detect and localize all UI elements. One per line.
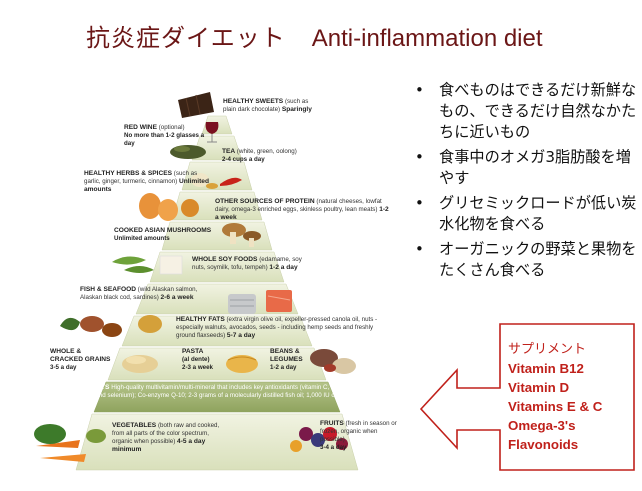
label-herbs-spices: HEALTHY HERBS & SPICES (such as garlic, … <box>84 170 209 194</box>
label-healthy-sweets: HEALTHY SWEETS (such as plain dark choco… <box>223 98 312 114</box>
supplement-item: Flavonoids <box>508 437 579 452</box>
eggs-icon <box>139 193 199 221</box>
tea-leaves-icon <box>170 145 206 159</box>
label-soy: WHOLE SOY FOODS (edamame, soy nuts, soym… <box>192 256 302 272</box>
label-protein: OTHER SOURCES OF PROTEIN (natural cheese… <box>215 198 389 222</box>
bullet-list: 食べものはできるだけ新鮮なもの、できるだけ自然なかたちに近いもの 食事中のオメガ… <box>413 80 639 285</box>
supplement-item: Vitamin D <box>508 380 570 395</box>
supplements-title: サプリメント <box>508 342 587 357</box>
label-beans: BEANS & LEGUMES 1-2 a day <box>270 348 303 372</box>
label-supplements: SUPPLEMENTS High-quality multivitamin/mu… <box>60 384 377 407</box>
supplement-item: Vitamin B12 <box>508 361 584 376</box>
label-healthy-fats: HEALTHY FATS (extra virgin olive oil, ex… <box>176 316 378 339</box>
supplement-item: Omega-3's <box>508 418 576 433</box>
beans-icon <box>310 349 356 374</box>
wine-glass-icon <box>205 122 219 143</box>
slide-title: 抗炎症ダイエット Anti-inflammation diet <box>86 18 543 53</box>
label-grains: WHOLE & CRACKED GRAINS 3-5 a day <box>50 348 111 372</box>
supplement-item: Vitamins E & C <box>508 399 603 414</box>
title-jp: 抗炎症ダイエット <box>86 24 286 52</box>
chocolate-icon <box>178 92 214 118</box>
label-mushrooms: COOKED ASIAN MUSHROOMS Unlimited amounts <box>114 227 212 243</box>
supplements-callout: サプリメント Vitamin B12 Vitamin D Vitamins E … <box>508 338 634 454</box>
label-tea: TEA (white, green, oolong) 2-4 cups a da… <box>222 148 297 164</box>
spices-icon <box>191 173 242 189</box>
bullet-item: グリセミックロードが低い炭水化物を食べる <box>413 193 639 235</box>
edamame-icon <box>112 255 183 275</box>
label-red-wine: RED WINE (optional) No more than 1-2 gla… <box>124 124 205 147</box>
nuts-avocado-icon <box>60 315 162 337</box>
bullet-item: 食べものはできるだけ新鮮なもの、できるだけ自然なかたちに近いもの <box>413 80 639 143</box>
grains-icon <box>122 355 158 373</box>
supplements-arrow <box>419 323 635 471</box>
pasta-icon <box>226 355 258 373</box>
label-vegetables: VEGETABLES (both raw and cooked, from al… <box>112 422 220 454</box>
fruits-icon <box>290 427 348 452</box>
mushrooms-icon <box>222 223 261 247</box>
bullet-item: オーガニックの野菜と果物をたくさん食べる <box>413 239 639 281</box>
title-en: Anti-inflammation diet <box>311 25 543 52</box>
bullet-item: 食事中のオメガ3脂肪酸を増やす <box>413 147 639 189</box>
label-fish: FISH & SEAFOOD (wild Alaskan salmon, Ala… <box>80 286 198 302</box>
label-pasta: PASTA (al dente) 2-3 a week <box>182 348 213 371</box>
label-fruits: FRUITS (fresh in season or frozen, organ… <box>320 420 397 451</box>
fish-icon <box>228 290 292 314</box>
vegetables-icon <box>34 424 106 462</box>
